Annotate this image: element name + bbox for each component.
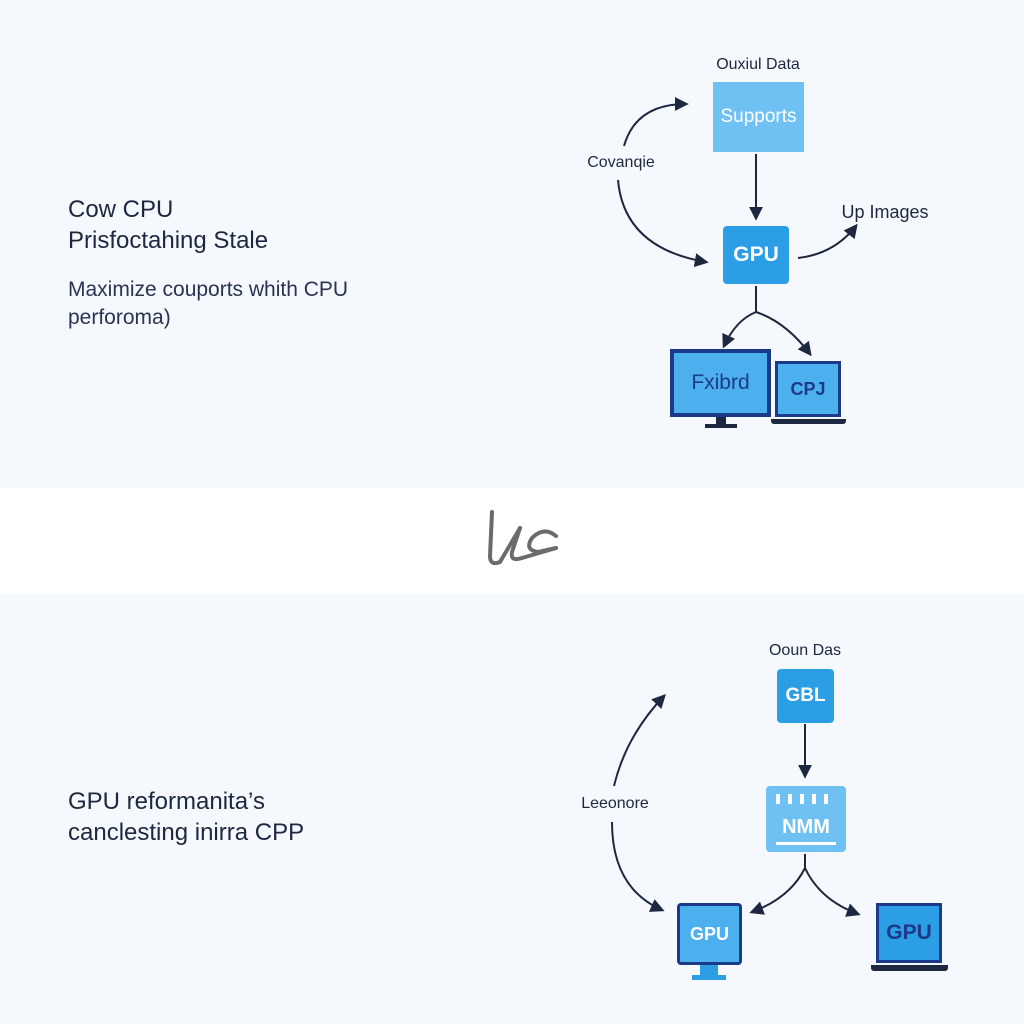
chip-pins-top xyxy=(776,794,836,804)
laptop-base xyxy=(771,419,846,424)
loop-label: Covanqie xyxy=(587,154,655,171)
top-data-label: Ouxiul Data xyxy=(716,56,800,73)
up-images-label: Up Images xyxy=(841,202,929,222)
logo-mark-icon xyxy=(487,510,558,566)
monitor-stand xyxy=(716,417,726,425)
bottom-loop-label: Leeonore xyxy=(581,795,649,812)
bottom-monitor-stand xyxy=(700,965,718,975)
bottom-monitor-base xyxy=(692,975,726,980)
bottom-heading-line-2: canclesting inirra CPP xyxy=(68,819,305,846)
bottom-data-label: Ooun Das xyxy=(768,642,842,659)
top-subtext-line-2: perforoma) xyxy=(68,306,171,329)
bottom-heading: GPU reformanita’s canclesting inirra CPP xyxy=(68,786,304,848)
monitor-base xyxy=(705,424,737,428)
supports-box: Supports xyxy=(713,82,804,152)
top-subtext-line-1: Maximize couports whith CPU xyxy=(68,278,349,301)
top-subtext: Maximize couports whith CPU perforoma) xyxy=(68,276,348,332)
bottom-monitor-screen: GPU xyxy=(677,903,742,965)
bottom-heading-line-1: GPU reformanita’s xyxy=(68,788,265,815)
monitor-screen: Fxibrd xyxy=(670,349,771,417)
laptop-screen: CPJ xyxy=(775,361,841,417)
top-heading-line-2: Prisfoctahing Stale xyxy=(68,227,269,254)
chip-bar xyxy=(776,842,836,845)
bottom-laptop-screen: GPU xyxy=(876,903,942,963)
bottom-panel xyxy=(0,594,1024,1024)
chip-label: NMM xyxy=(782,815,830,838)
top-heading: Cow CPU Prisfoctahing Stale xyxy=(68,194,268,256)
gbl-box: GBL xyxy=(777,669,834,723)
top-heading-line-1: Cow CPU xyxy=(68,196,174,223)
gpu-box: GPU xyxy=(723,226,789,284)
bottom-laptop-base xyxy=(871,965,948,971)
